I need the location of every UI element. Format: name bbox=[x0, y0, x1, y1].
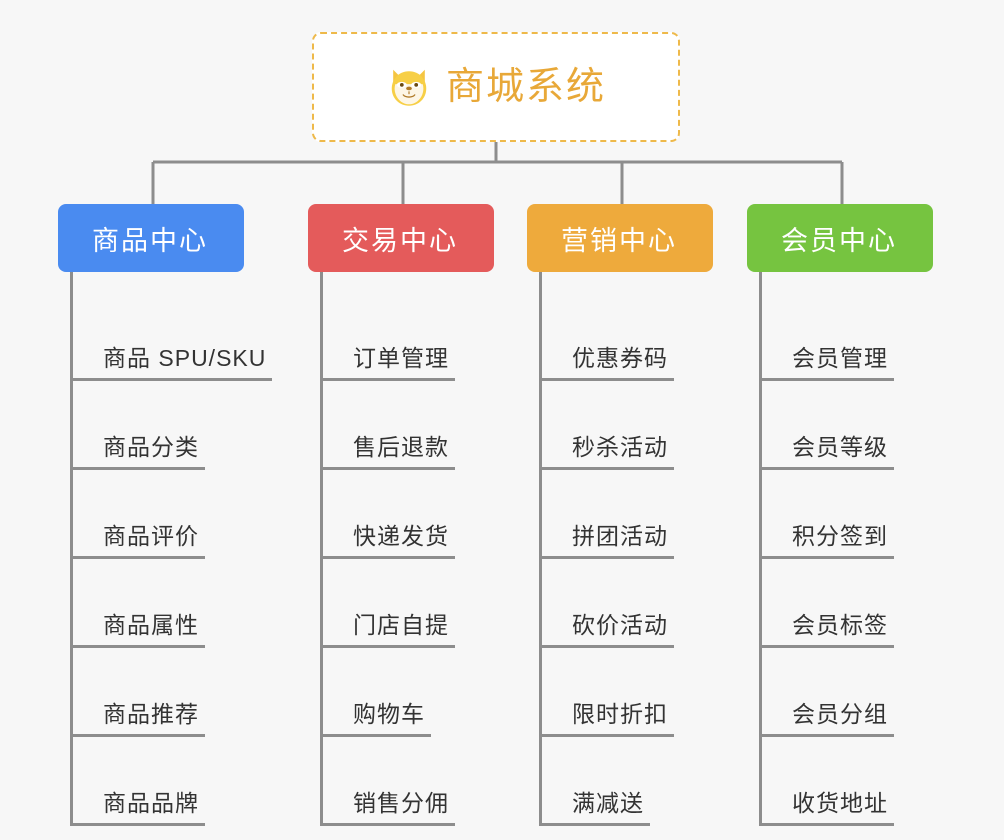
leaf-item[interactable]: 订单管理 bbox=[308, 292, 494, 381]
leaf-item-label: 商品 SPU/SKU bbox=[103, 345, 267, 371]
category-header-label: 会员中心 bbox=[781, 225, 897, 256]
leaf-item-label: 门店自提 bbox=[353, 612, 449, 638]
leaf-item-label: 拼团活动 bbox=[572, 523, 668, 549]
leaf-item[interactable]: 商品品牌 bbox=[58, 737, 244, 826]
category-header-marketing-center[interactable]: 营销中心 bbox=[527, 204, 713, 272]
leaf-underline bbox=[760, 645, 894, 648]
leaf-item-label: 商品推荐 bbox=[103, 701, 199, 727]
category-header-label: 交易中心 bbox=[342, 225, 458, 256]
leaf-underline bbox=[540, 734, 674, 737]
leaf-item-label: 订单管理 bbox=[353, 345, 449, 371]
leaf-item-label: 售后退款 bbox=[353, 434, 449, 460]
leaf-item-label: 商品评价 bbox=[103, 523, 199, 549]
leaf-underline bbox=[321, 734, 431, 737]
leaf-item-label: 优惠券码 bbox=[572, 345, 668, 371]
category-column-trade-center: 交易中心订单管理售后退款快递发货门店自提购物车销售分佣 bbox=[308, 204, 494, 826]
leaf-item-label: 收货地址 bbox=[792, 790, 888, 816]
root-node[interactable]: 商城系统 bbox=[312, 32, 680, 142]
leaf-item[interactable]: 快递发货 bbox=[308, 470, 494, 559]
leaf-item-label: 商品分类 bbox=[103, 434, 199, 460]
leaf-underline bbox=[71, 467, 205, 470]
leaf-item[interactable]: 门店自提 bbox=[308, 559, 494, 648]
leaf-underline bbox=[321, 556, 455, 559]
leaf-item[interactable]: 秒杀活动 bbox=[527, 381, 713, 470]
leaf-spine bbox=[539, 272, 542, 826]
leaf-item[interactable]: 会员分组 bbox=[747, 648, 933, 737]
leaf-underline bbox=[71, 645, 205, 648]
leaf-list-member-center: 会员管理会员等级积分签到会员标签会员分组收货地址 bbox=[747, 272, 933, 826]
leaf-item[interactable]: 收货地址 bbox=[747, 737, 933, 826]
category-column-product-center: 商品中心商品 SPU/SKU 商品分类商品评价商品属性商品推荐商品品牌 bbox=[58, 204, 272, 826]
category-column-marketing-center: 营销中心优惠券码秒杀活动拼团活动砍价活动限时折扣满减送 bbox=[527, 204, 713, 826]
category-header-trade-center[interactable]: 交易中心 bbox=[308, 204, 494, 272]
leaf-underline bbox=[321, 645, 455, 648]
leaf-item-label: 商品属性 bbox=[103, 612, 199, 638]
leaf-underline bbox=[71, 378, 272, 381]
leaf-item-label: 会员分组 bbox=[792, 701, 888, 727]
leaf-spine bbox=[320, 272, 323, 826]
dog-face-icon bbox=[391, 69, 427, 106]
leaf-list-trade-center: 订单管理售后退款快递发货门店自提购物车销售分佣 bbox=[308, 272, 494, 826]
category-header-label: 商品中心 bbox=[92, 225, 208, 256]
leaf-underline bbox=[71, 734, 205, 737]
leaf-item[interactable]: 商品 SPU/SKU bbox=[58, 292, 272, 381]
leaf-spine bbox=[70, 272, 73, 826]
leaf-item-label: 砍价活动 bbox=[572, 612, 668, 638]
leaf-underline bbox=[760, 467, 894, 470]
leaf-underline bbox=[321, 823, 455, 826]
leaf-list-marketing-center: 优惠券码秒杀活动拼团活动砍价活动限时折扣满减送 bbox=[527, 272, 713, 826]
leaf-item[interactable]: 销售分佣 bbox=[308, 737, 494, 826]
leaf-item-label: 限时折扣 bbox=[572, 701, 668, 727]
leaf-underline bbox=[540, 378, 674, 381]
leaf-underline bbox=[540, 645, 674, 648]
leaf-underline bbox=[71, 556, 205, 559]
leaf-item[interactable]: 积分签到 bbox=[747, 470, 933, 559]
leaf-item[interactable]: 购物车 bbox=[308, 648, 494, 737]
leaf-item[interactable]: 砍价活动 bbox=[527, 559, 713, 648]
leaf-underline bbox=[540, 556, 674, 559]
leaf-underline bbox=[760, 378, 894, 381]
leaf-item-label: 销售分佣 bbox=[353, 790, 449, 816]
leaf-item[interactable]: 商品分类 bbox=[58, 381, 244, 470]
leaf-item-label: 会员标签 bbox=[792, 612, 888, 638]
leaf-item[interactable]: 商品属性 bbox=[58, 559, 244, 648]
leaf-item[interactable]: 商品推荐 bbox=[58, 648, 244, 737]
leaf-underline bbox=[321, 467, 455, 470]
leaf-underline bbox=[760, 556, 894, 559]
leaf-item[interactable]: 售后退款 bbox=[308, 381, 494, 470]
category-header-label: 营销中心 bbox=[561, 225, 677, 256]
leaf-item-label: 秒杀活动 bbox=[572, 434, 668, 460]
leaf-item-label: 快递发货 bbox=[353, 523, 449, 549]
leaf-underline bbox=[760, 823, 894, 826]
category-column-member-center: 会员中心会员管理会员等级积分签到会员标签会员分组收货地址 bbox=[747, 204, 933, 826]
leaf-item[interactable]: 会员管理 bbox=[747, 292, 933, 381]
leaf-item-label: 商品品牌 bbox=[103, 790, 199, 816]
leaf-item[interactable]: 会员等级 bbox=[747, 381, 933, 470]
leaf-item-label: 会员管理 bbox=[792, 345, 888, 371]
root-title: 商城系统 bbox=[445, 66, 606, 108]
leaf-item[interactable]: 满减送 bbox=[527, 737, 713, 826]
leaf-underline bbox=[760, 734, 894, 737]
leaf-item-label: 购物车 bbox=[353, 701, 425, 727]
leaf-item[interactable]: 限时折扣 bbox=[527, 648, 713, 737]
leaf-item-label: 满减送 bbox=[572, 790, 644, 816]
leaf-item[interactable]: 拼团活动 bbox=[527, 470, 713, 559]
leaf-spine bbox=[759, 272, 762, 826]
leaf-item-label: 积分签到 bbox=[792, 523, 888, 549]
leaf-item[interactable]: 优惠券码 bbox=[527, 292, 713, 381]
leaf-item[interactable]: 会员标签 bbox=[747, 559, 933, 648]
category-header-member-center[interactable]: 会员中心 bbox=[747, 204, 933, 272]
leaf-underline bbox=[540, 467, 674, 470]
leaf-item-label: 会员等级 bbox=[792, 434, 888, 460]
leaf-item[interactable]: 商品评价 bbox=[58, 470, 244, 559]
category-header-product-center[interactable]: 商品中心 bbox=[58, 204, 244, 272]
leaf-underline bbox=[321, 378, 455, 381]
leaf-list-product-center: 商品 SPU/SKU 商品分类商品评价商品属性商品推荐商品品牌 bbox=[58, 272, 272, 826]
leaf-underline bbox=[540, 823, 650, 826]
leaf-underline bbox=[71, 823, 205, 826]
